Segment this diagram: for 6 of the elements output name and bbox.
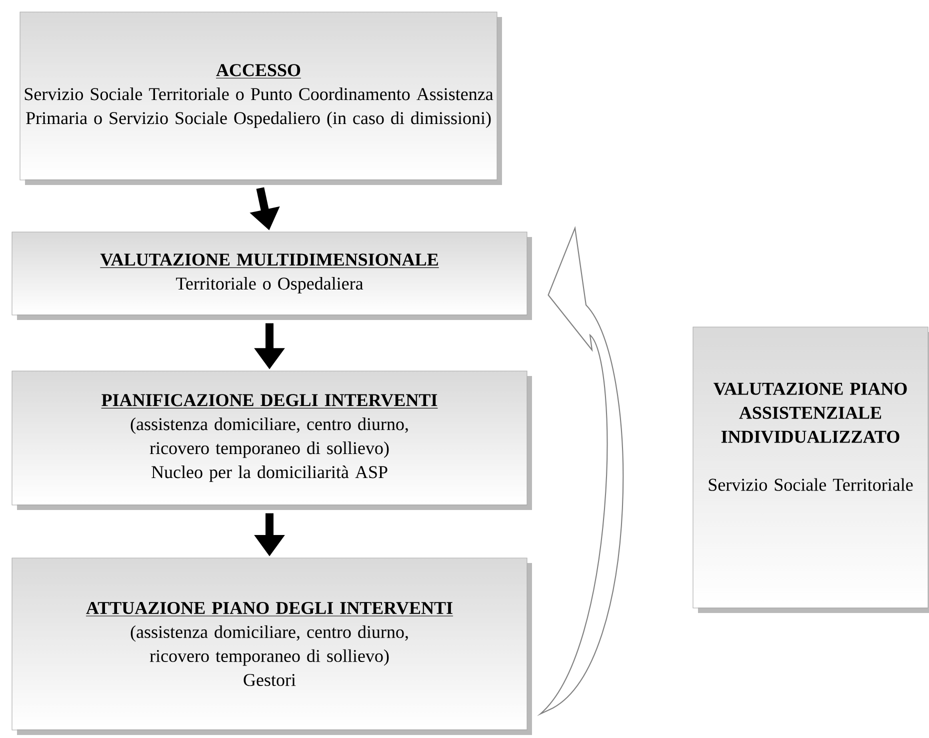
process-box: ATTUAZIONE PIANO DEGLI INTERVENTI (assistenza domiciliare, centro diurno, ricovero temporaneo di sollievo) Gestori <box>12 558 532 735</box>
process-box: VALUTAZIONE PIANO ASSISTENZIALE INDIVIDUALIZZATO Servizio Sociale Territoriale <box>692 326 929 613</box>
curved-arrow <box>540 227 624 715</box>
process-box: ACCESSO Servizio Sociale Territoriale o Punto Coordinamento Assistenza Primaria o Servizio Sociale Ospedaliero (in caso di dimissioni) <box>20 12 502 185</box>
process-box: PIANIFICAZIONE DEGLI INTERVENTI (assistenza domiciliare, centro diurno, ricovero temporaneo di sollievo) Nucleo per la domiciliarità ASP <box>12 370 532 510</box>
process-box: VALUTAZIONE MULTIDIMENSIONALE Territoriale o Ospedaliera <box>12 232 532 320</box>
